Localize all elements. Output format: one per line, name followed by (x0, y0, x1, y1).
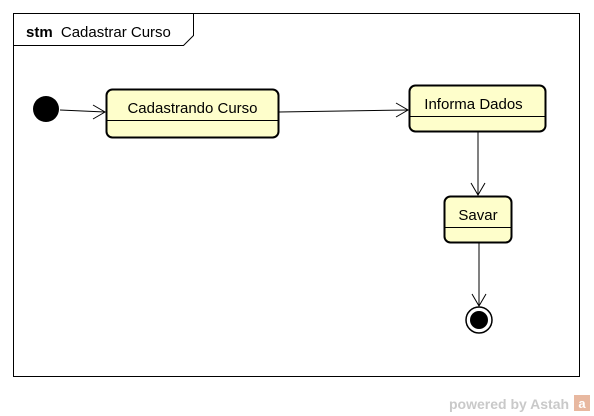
frame-keyword: stm (26, 24, 53, 41)
frame-title-tab (13, 13, 194, 46)
transition-initial-to-cadastrando[interactable] (59, 104, 106, 120)
state-informa-dados[interactable]: Informa Dados (408, 84, 547, 133)
state-label: Informa Dados (424, 96, 522, 113)
state-label: Savar (458, 207, 497, 224)
final-state[interactable] (465, 306, 493, 334)
frame-title: stm Cadastrar Curso (26, 24, 171, 41)
frame-name: Cadastrar Curso (61, 24, 171, 41)
watermark-text: powered by Astah (449, 396, 569, 412)
transition-cadastrando-to-informa[interactable] (278, 102, 409, 118)
transition-savar-to-final[interactable] (471, 243, 487, 307)
astah-watermark: powered by Astah a (449, 395, 590, 412)
astah-logo-icon: a (574, 395, 590, 411)
state-savar[interactable]: Savar (443, 195, 513, 244)
initial-state[interactable] (33, 96, 59, 122)
diagram-frame (13, 13, 580, 377)
svg-text:a: a (578, 396, 586, 411)
state-cadastrando-curso[interactable]: Cadastrando Curso (105, 88, 280, 139)
transition-informa-to-savar[interactable] (470, 132, 486, 196)
state-label: Cadastrando Curso (127, 100, 257, 117)
